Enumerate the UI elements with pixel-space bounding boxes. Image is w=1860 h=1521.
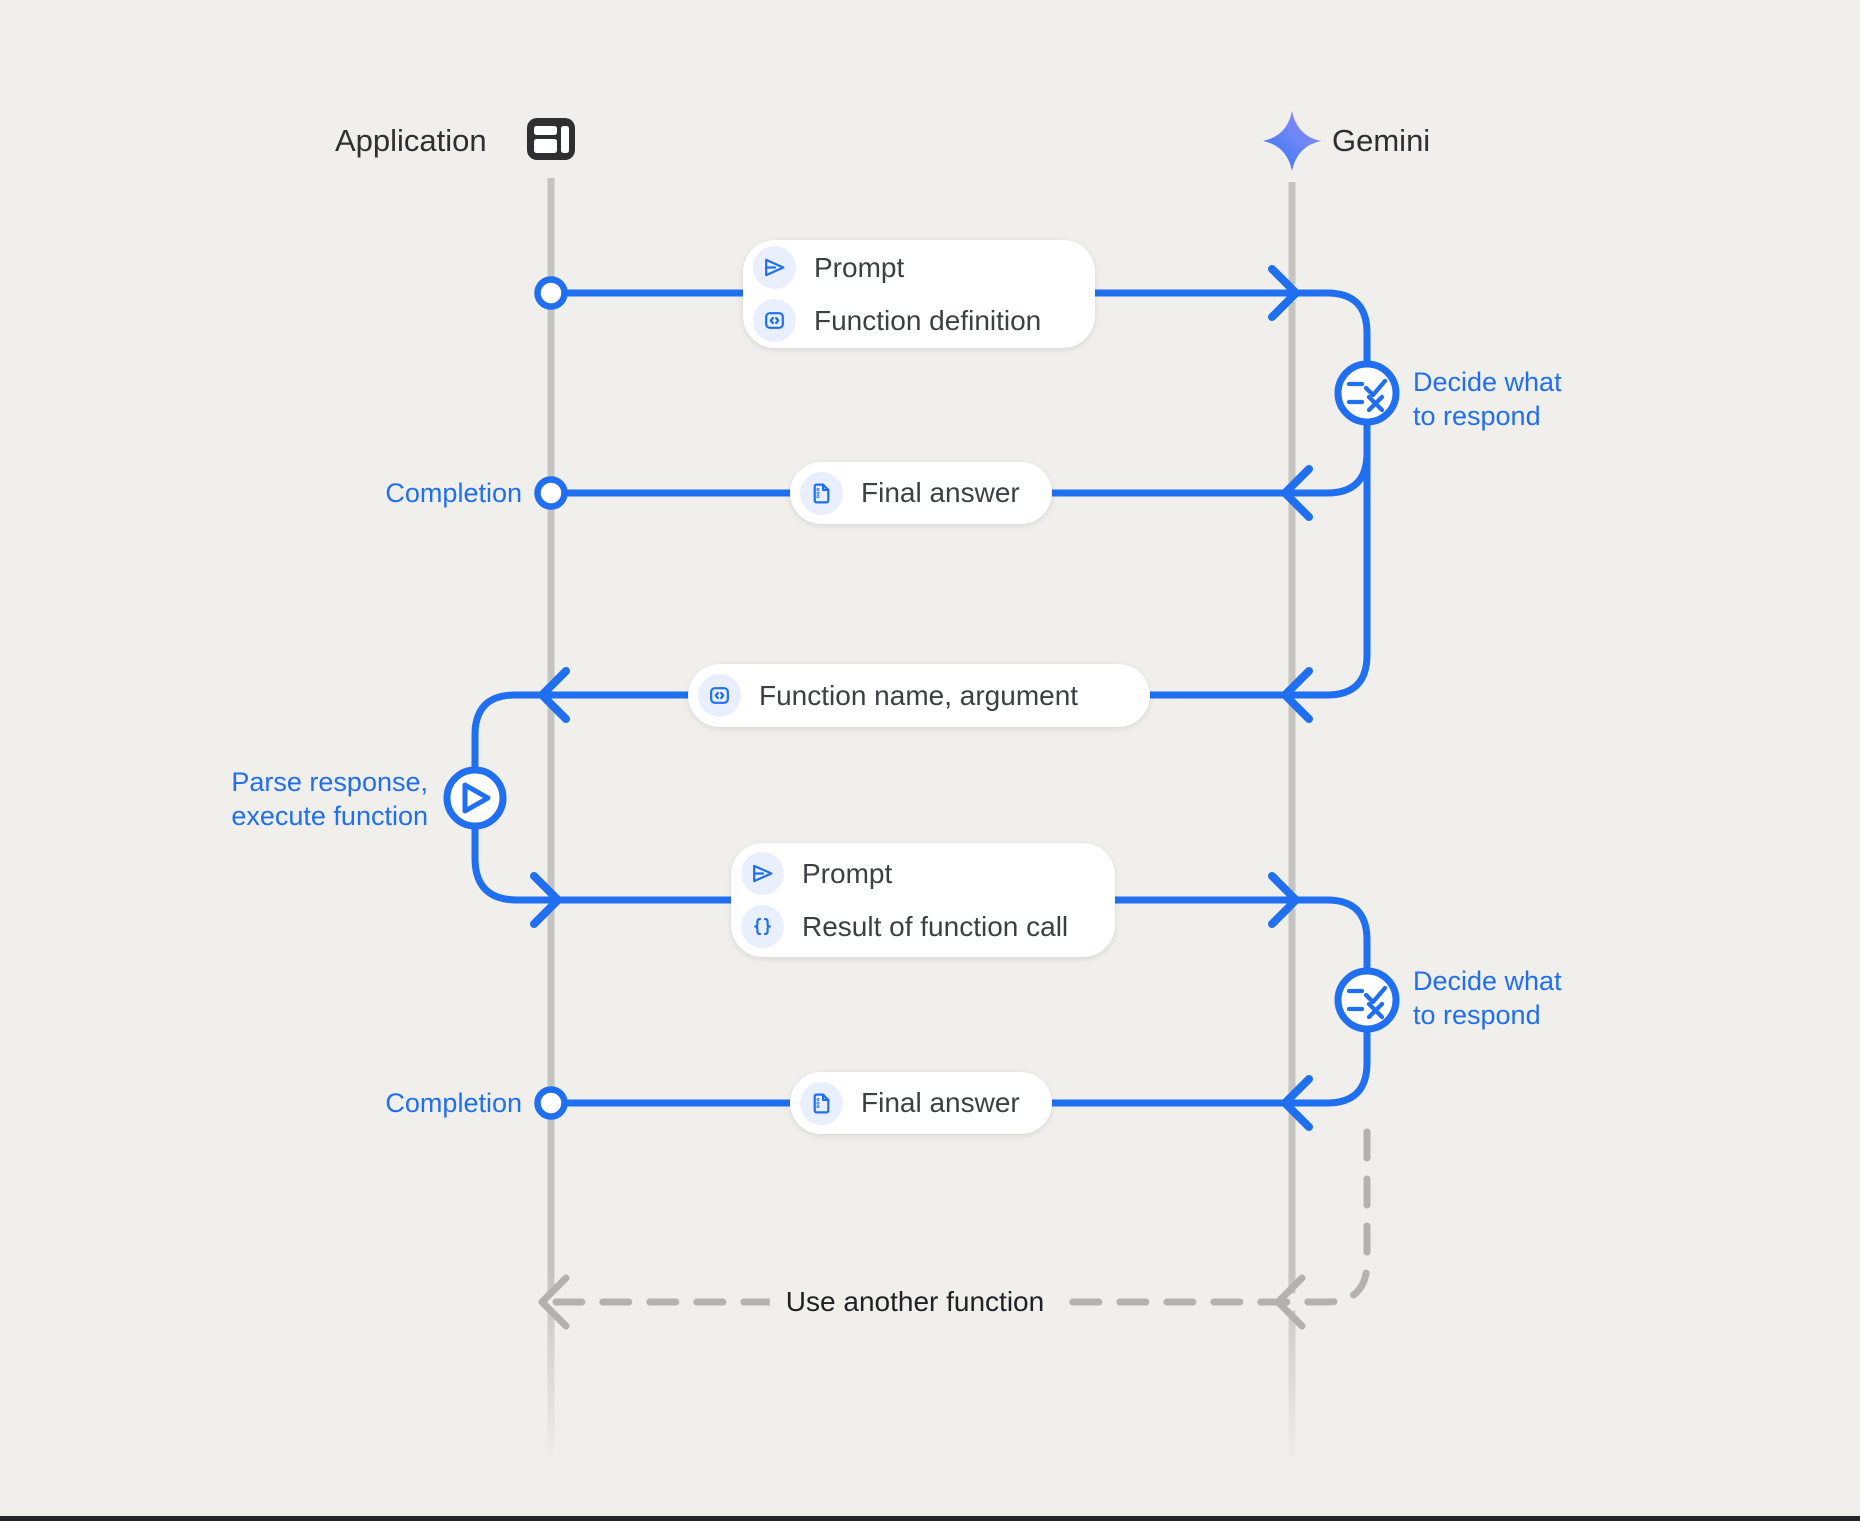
decide-label-1: Decide what to respond [1413, 365, 1562, 433]
arrowhead-left-final2 [1281, 1075, 1313, 1131]
message-label: Final answer [861, 1087, 1020, 1118]
decide-label-2: Decide what to respond [1413, 964, 1562, 1032]
decide-icon [1346, 985, 1388, 1020]
message-box-prompt-function-result: Prompt Result of function call [731, 843, 1115, 957]
decide-icon [1346, 378, 1388, 413]
parse-execute-label: Parse response, execute function [158, 765, 428, 833]
message-box-final-answer-1: Final answer [790, 462, 1052, 524]
message-row: Result of function call [741, 901, 1099, 952]
arrowhead-left-funcname-gemini [1281, 667, 1313, 723]
message-row: Final answer [800, 468, 1036, 519]
play-circle [443, 766, 507, 830]
parse-execute-line: Parse response, [231, 767, 428, 797]
endpoint-circle-prompt1 [534, 276, 568, 310]
message-label: Final answer [861, 477, 1020, 508]
document-icon [800, 1081, 843, 1125]
message-label: Prompt [802, 857, 893, 889]
message-label: Function name, argument [759, 679, 1079, 711]
bottom-edge [0, 1516, 1860, 1521]
arrowhead-left-dashed-gemini [1274, 1274, 1306, 1330]
arrowhead-left-dashed-app [538, 1274, 570, 1330]
message-label: Function definition [814, 304, 1042, 336]
message-box-function-name-argument: Function name, argument [688, 664, 1150, 727]
message-row: Prompt [753, 242, 1079, 293]
decide-circle-2 [1334, 967, 1400, 1033]
document-icon [800, 471, 843, 515]
message-row: Prompt [741, 848, 1099, 899]
decide-label-line: Decide what [1413, 966, 1562, 996]
endpoint-circle-completion2 [534, 1086, 568, 1120]
message-label: Result of function call [802, 910, 1069, 942]
completion-label-1: Completion [385, 478, 522, 508]
message-row: Final answer [800, 1078, 1036, 1129]
gemini-header: Gemini [1332, 123, 1431, 158]
code-icon [698, 674, 741, 717]
decide-label-line: Decide what [1413, 367, 1562, 397]
decide-circle-1 [1334, 360, 1400, 426]
send-icon [741, 852, 784, 895]
arrowhead-left-funcname-app [538, 667, 570, 723]
parse-execute-line: execute function [231, 801, 428, 831]
use-another-function-label: Use another function [769, 1281, 1061, 1323]
arrowhead-right-prompt2-app [530, 872, 562, 928]
play-icon [462, 782, 491, 814]
decide-label-line: to respond [1413, 1000, 1541, 1030]
final-answer-1-path [547, 416, 1371, 497]
gemini-star-icon [1263, 111, 1321, 171]
use-another-function-path [552, 1128, 1371, 1306]
message-row: Function definition [753, 295, 1079, 346]
application-header: Application [335, 123, 487, 158]
braces-icon [741, 905, 784, 948]
message-row: Function name, argument [698, 670, 1134, 721]
arrowhead-left-final1 [1281, 465, 1313, 521]
send-icon [753, 246, 796, 289]
message-box-final-answer-2: Final answer [790, 1072, 1052, 1134]
decide-label-line: to respond [1413, 401, 1541, 431]
code-icon [753, 299, 796, 342]
message-box-prompt-function-definition: Prompt Function definition [743, 240, 1095, 348]
flow-casing [466, 284, 1376, 1311]
app-window-icon [527, 118, 575, 160]
message-label: Prompt [814, 251, 905, 283]
completion-label-2: Completion [385, 1088, 522, 1118]
arrowhead-right-prompt2-gemini [1268, 872, 1300, 928]
endpoint-circle-completion1 [534, 476, 568, 510]
arrowhead-right-prompt1 [1268, 265, 1300, 321]
